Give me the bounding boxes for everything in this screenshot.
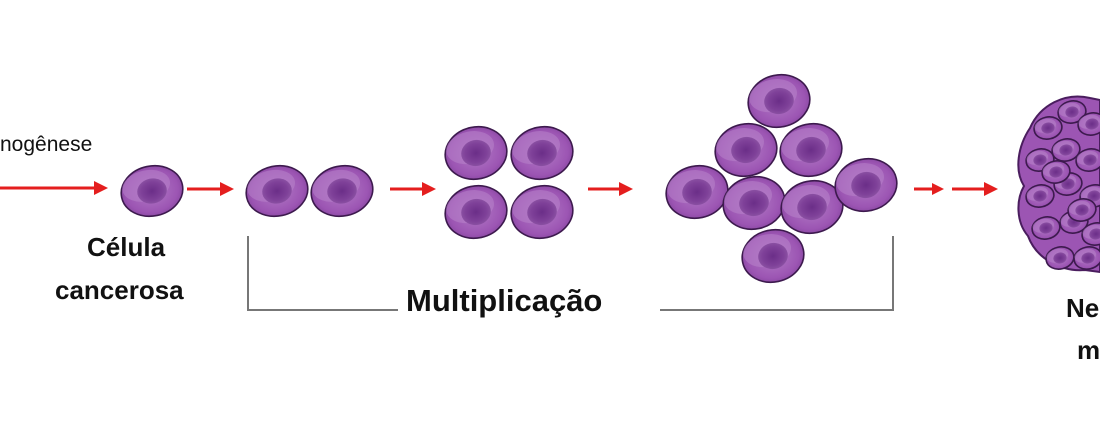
cell-pair-2 (310, 164, 374, 218)
arrow-to-four-cells (390, 182, 436, 196)
arrow-to-eight-cells (588, 182, 633, 196)
cell-cluster-1 (747, 73, 811, 129)
cancer-cell-label-line1: Célula (87, 232, 166, 262)
multiplication-bracket (247, 236, 894, 311)
neoplasm-cell-3 (1077, 112, 1100, 136)
cell-cluster-8 (741, 228, 805, 284)
neoplasm-cell-16 (1067, 198, 1097, 222)
cell-cluster-4 (665, 164, 729, 220)
cell-cluster-7 (834, 157, 898, 213)
multiplication-label: Multiplicação (406, 283, 603, 318)
arrow-to-two-cells (187, 182, 234, 196)
cell-quad-4 (510, 184, 574, 240)
neoplasm-cell-2 (1057, 100, 1087, 124)
neoplasm-cluster (1017, 95, 1100, 274)
result-label-line2: m (1077, 335, 1100, 365)
neoplasm-cell-7 (1025, 184, 1055, 208)
neoplasm-cell-14 (1073, 246, 1100, 270)
neoplasm-cell-6 (1075, 148, 1100, 172)
arrow-dash-short (914, 183, 944, 195)
neoplasm-cell-10 (1031, 216, 1061, 240)
cell-quad-3 (444, 184, 508, 240)
cell-cluster-2 (714, 122, 778, 178)
process-label: nogênese (0, 133, 93, 156)
cell-pair-1 (245, 164, 309, 218)
cell-cluster-5 (722, 175, 786, 231)
neoplasm-cell-12 (1081, 222, 1100, 246)
cancer-cell (120, 164, 184, 218)
cells-group (120, 73, 898, 284)
process-arrows (0, 181, 998, 196)
cell-quad-1 (444, 125, 508, 181)
cell-cluster-3 (779, 122, 843, 178)
cell-cluster-6 (780, 179, 844, 235)
neoplasm-cell-1 (1033, 116, 1063, 140)
result-label-line1: Ne (1066, 293, 1100, 323)
neoplasm-cell-15 (1041, 160, 1071, 184)
arrow-to-cancer-cell (0, 181, 108, 195)
neoplasm-cell-13 (1045, 246, 1075, 270)
arrow-to-neoplasm (952, 182, 998, 196)
neoplasm-cell-5 (1051, 138, 1081, 162)
cancer-cell-label-line2: cancerosa (55, 275, 184, 305)
cell-quad-2 (510, 125, 574, 181)
